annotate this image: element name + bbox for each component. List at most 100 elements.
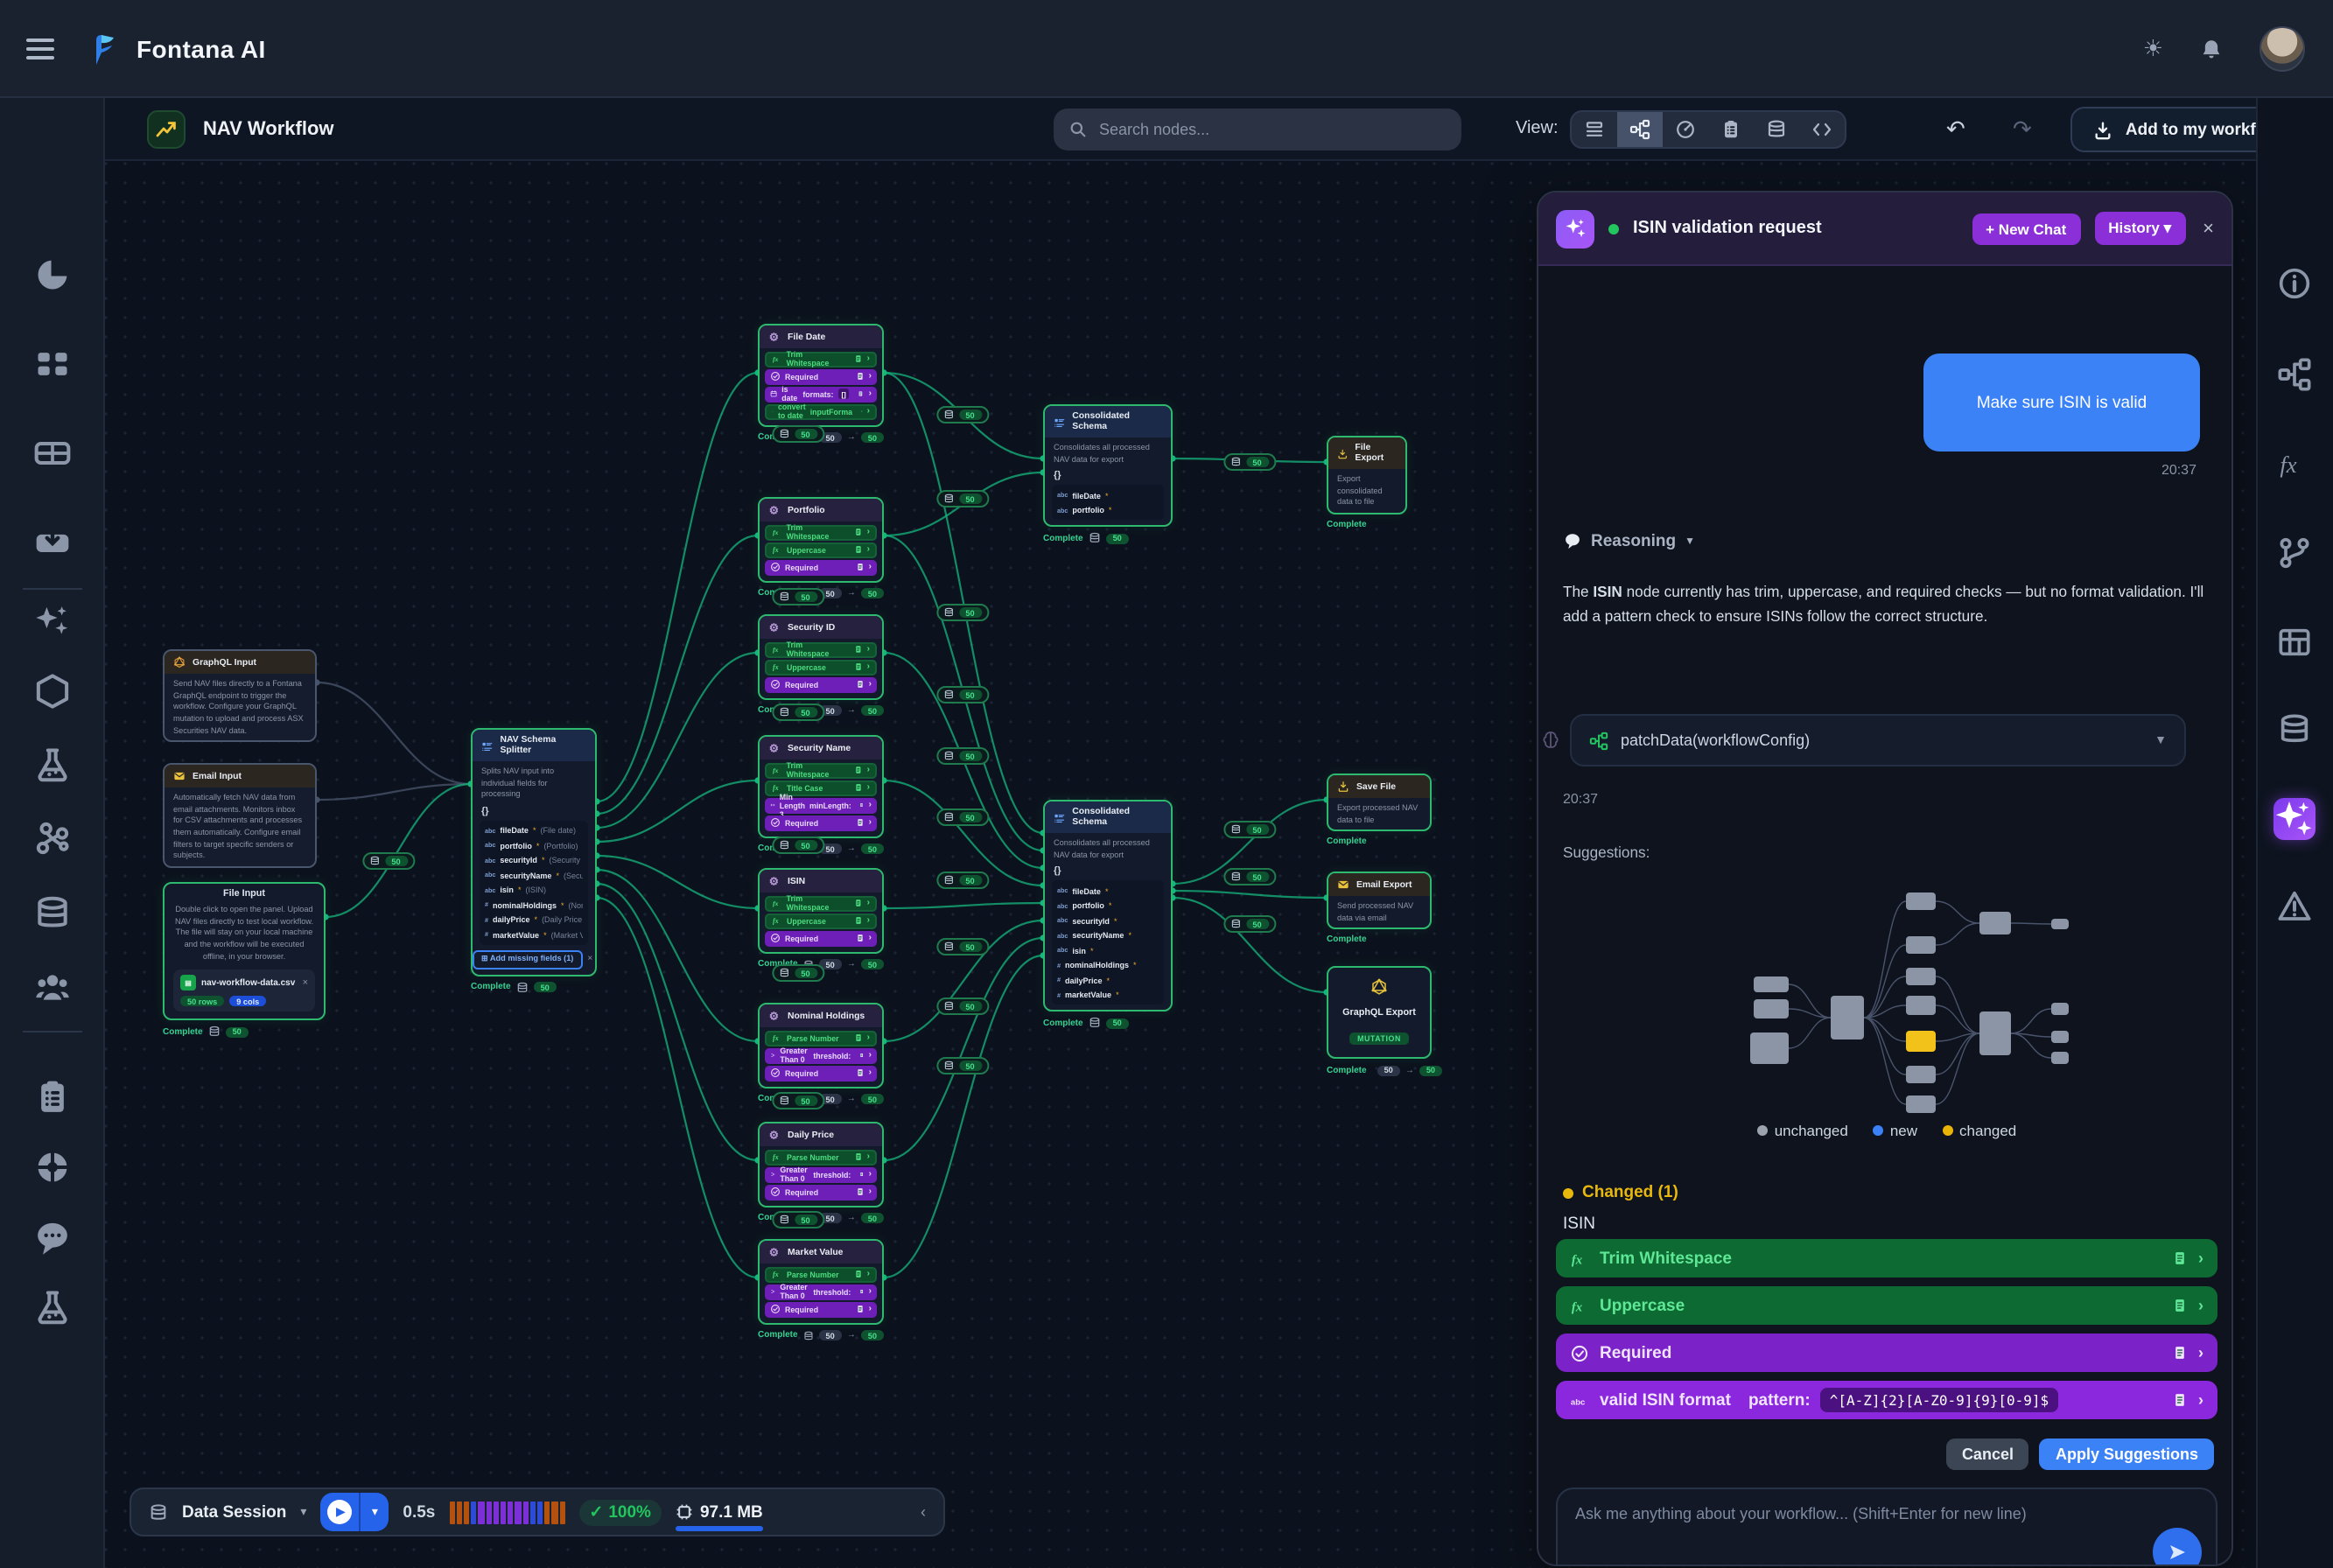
rule-required[interactable]: Required› bbox=[765, 1302, 877, 1317]
run-options-chevron-icon[interactable]: ▾ bbox=[371, 1507, 378, 1519]
grid-icon[interactable] bbox=[33, 345, 72, 383]
database-view-icon[interactable] bbox=[1754, 112, 1799, 147]
suggested-rule-required[interactable]: Required› bbox=[1556, 1334, 2217, 1372]
tool-call-pill[interactable]: patchData(workflowConfig) ▼ bbox=[1570, 714, 2186, 766]
hexagon-icon[interactable] bbox=[33, 672, 72, 710]
collapse-bar-icon[interactable]: ‹ bbox=[921, 1503, 926, 1521]
edge-row-count-chip[interactable]: 50 bbox=[936, 686, 989, 704]
edge-row-count-chip[interactable]: 50 bbox=[1223, 453, 1276, 471]
theme-toggle-icon[interactable]: ☀ bbox=[2142, 34, 2163, 60]
edge-row-count-chip[interactable]: 50 bbox=[772, 836, 824, 854]
edge-row-count-chip[interactable]: 50 bbox=[772, 1092, 824, 1110]
import-icon[interactable] bbox=[33, 523, 72, 562]
memory-underline[interactable] bbox=[675, 1525, 763, 1530]
send-button[interactable] bbox=[2153, 1528, 2202, 1564]
branch-icon[interactable] bbox=[2277, 536, 2312, 570]
edge-row-count-chip[interactable]: 50 bbox=[772, 704, 824, 721]
new-chat-button[interactable]: + New Chat bbox=[1972, 213, 2081, 244]
add-missing-fields-button[interactable]: ⊞ Add missing fields (1)× bbox=[473, 949, 595, 970]
chat-input-field[interactable] bbox=[1575, 1503, 2100, 1564]
edge-row-count-chip[interactable]: 50 bbox=[772, 588, 824, 606]
search-input[interactable] bbox=[1099, 121, 1414, 138]
info-icon[interactable] bbox=[2277, 266, 2312, 301]
sparkles-icon[interactable] bbox=[33, 602, 72, 640]
apply-suggestions-button[interactable]: Apply Suggestions bbox=[2039, 1438, 2214, 1470]
chat-icon[interactable] bbox=[33, 1218, 72, 1256]
edge-row-count-chip[interactable]: 50 bbox=[772, 964, 824, 982]
edge-row-count-chip[interactable]: 50 bbox=[936, 1057, 989, 1074]
pie-chart-icon[interactable] bbox=[33, 256, 72, 294]
flask2-icon[interactable] bbox=[33, 1288, 72, 1326]
edge-row-count-chip[interactable]: 50 bbox=[936, 747, 989, 765]
edge-row-count-chip[interactable]: 50 bbox=[772, 425, 824, 443]
cancel-button[interactable]: Cancel bbox=[1945, 1438, 2029, 1470]
edge-row-count-chip[interactable]: 50 bbox=[936, 490, 989, 508]
close-icon[interactable]: × bbox=[2203, 218, 2214, 239]
flask-icon[interactable] bbox=[33, 746, 72, 784]
search-nodes-box[interactable] bbox=[1054, 108, 1461, 150]
edge-row-count-chip[interactable]: 50 bbox=[936, 998, 989, 1015]
chevron-down-icon[interactable]: ▾ bbox=[300, 1507, 307, 1519]
code-view-icon[interactable] bbox=[1799, 112, 1845, 147]
flow-view-icon[interactable] bbox=[1617, 112, 1663, 147]
edge-row-count-chip[interactable]: 50 bbox=[936, 808, 989, 826]
warning-icon[interactable] bbox=[2277, 889, 2312, 924]
rule-required[interactable]: Required› bbox=[765, 816, 877, 830]
pie-view-icon[interactable] bbox=[1663, 112, 1708, 147]
user-avatar[interactable] bbox=[2259, 25, 2305, 71]
fx-icon[interactable]: fx bbox=[2277, 446, 2312, 481]
rule-required[interactable]: Required› bbox=[765, 369, 877, 384]
edge-row-count-chip[interactable]: 50 bbox=[362, 852, 415, 870]
edge-row-count-chip[interactable]: 50 bbox=[936, 938, 989, 956]
edge-row-count-chip[interactable]: 50 bbox=[936, 872, 989, 889]
rows-view-icon[interactable] bbox=[1572, 112, 1617, 147]
rule-required[interactable]: Required› bbox=[765, 1066, 877, 1081]
edge-row-count-chip[interactable]: 50 bbox=[1223, 821, 1276, 838]
users-icon[interactable] bbox=[33, 968, 72, 1006]
clipboard-view-icon[interactable] bbox=[1708, 112, 1754, 147]
history-button[interactable]: History ▾ bbox=[2094, 212, 2186, 245]
